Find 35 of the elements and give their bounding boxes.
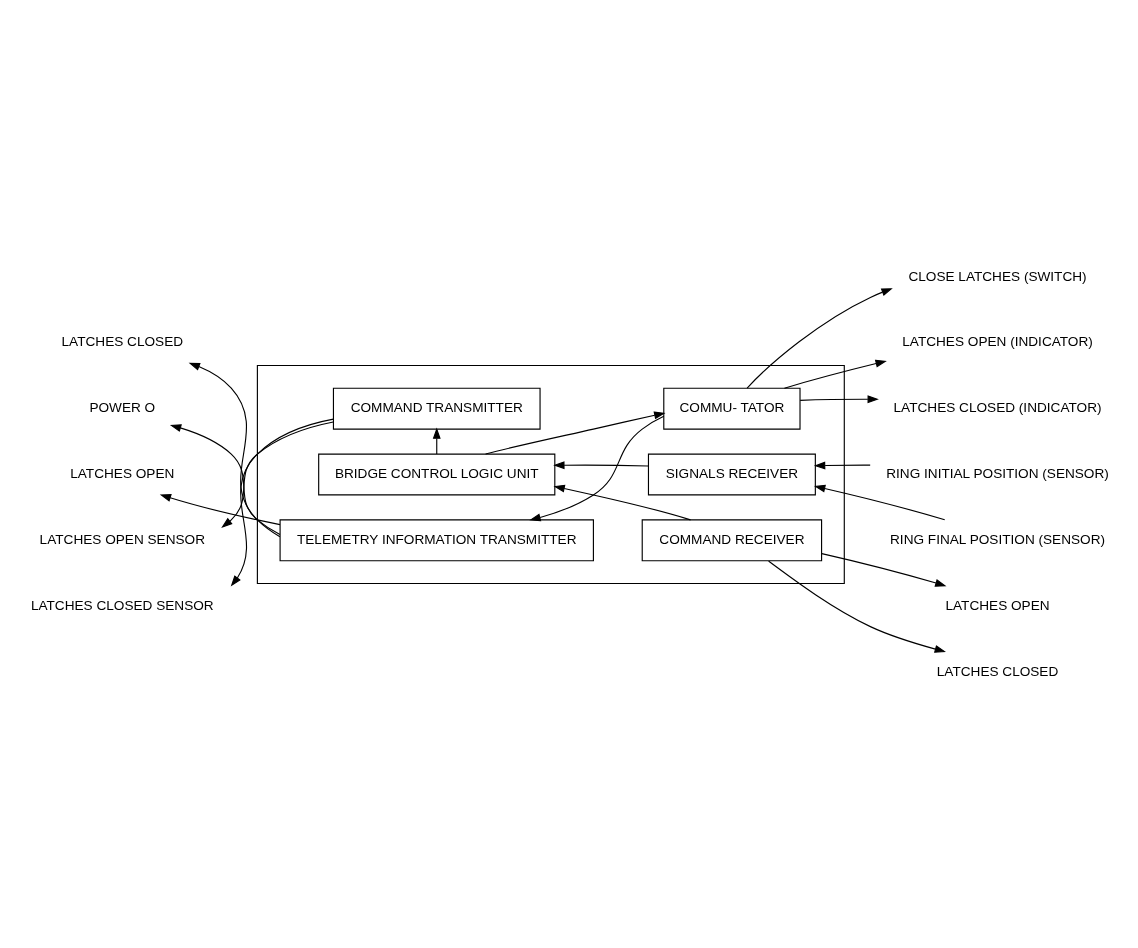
node-box: BRIDGE CONTROL LOGIC UNIT <box>318 453 556 495</box>
node-box: COMMAND RECEIVER <box>641 518 823 561</box>
node-text: LATCHES OPEN SENSOR <box>39 531 205 547</box>
arrow <box>169 423 281 535</box>
arrow <box>783 359 887 389</box>
node-box: TELEMETRY INFORMATION TRANSMITTER <box>279 518 594 561</box>
node-text: LATCHES CLOSED SENSOR <box>30 597 214 613</box>
arrow <box>821 552 947 587</box>
arrow <box>768 560 946 653</box>
arrow <box>221 420 334 528</box>
arrow <box>159 493 281 525</box>
node-text: LATCHES OPEN (INDICATOR) <box>902 333 1093 349</box>
node-text: LATCHES CLOSED (INDICATOR) <box>893 399 1102 415</box>
node-box: SIGNALS RECEIVER <box>647 453 816 495</box>
node-text: LATCHES CLOSED <box>61 333 184 349</box>
arrow <box>553 484 692 520</box>
arrow <box>746 287 893 389</box>
arrow <box>230 418 334 587</box>
node-text: LATCHES CLOSED <box>936 663 1059 679</box>
arrow <box>485 410 666 455</box>
arrow <box>799 394 879 403</box>
node-box: COMMU- TATOR <box>663 387 801 430</box>
node-text: RING FINAL POSITION (SENSOR) <box>890 531 1106 547</box>
node-text: POWER O <box>89 399 156 415</box>
arrow <box>813 484 946 520</box>
arrow <box>813 461 871 469</box>
node-text: LATCHES OPEN <box>945 597 1050 613</box>
node-text: LATCHES OPEN <box>70 465 175 481</box>
node-text: RING INITIAL POSITION (SENSOR) <box>886 465 1109 481</box>
arrow <box>553 460 649 469</box>
node-box: COMMAND TRANSMITTER <box>332 387 541 430</box>
node-text: CLOSE LATCHES (SWITCH) <box>908 267 1087 283</box>
arrow <box>188 362 281 537</box>
cluster <box>256 364 845 584</box>
arrow <box>529 415 665 521</box>
